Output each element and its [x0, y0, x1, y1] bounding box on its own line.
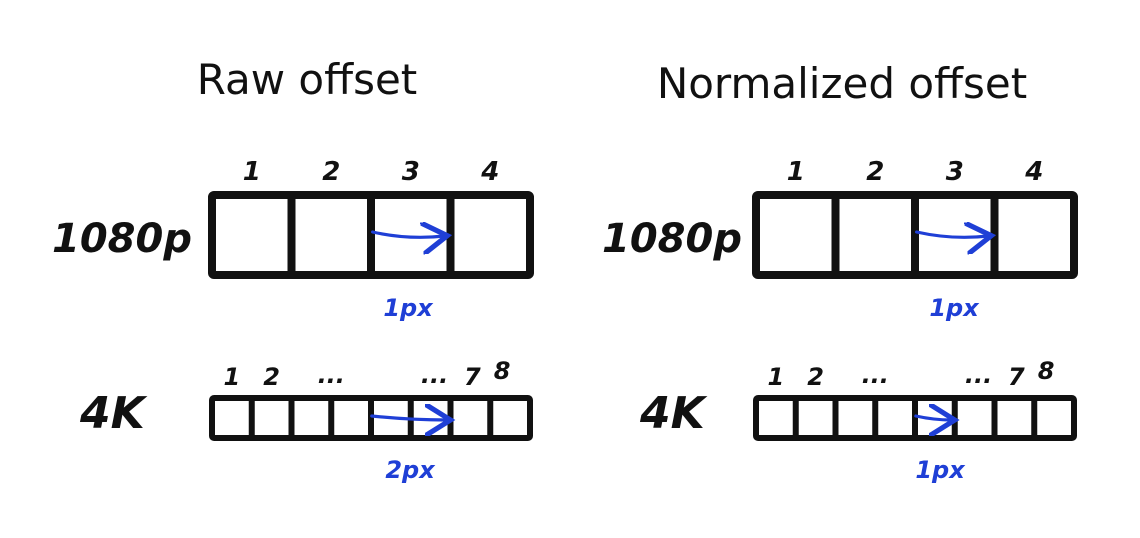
- normalized-4k-tick-label: ...: [965, 361, 992, 389]
- normalized-1080p-pixel-strip: 1 2 3 4: [752, 157, 1078, 279]
- normalized-1080p-offset-arrow: [914, 232, 989, 237]
- raw-4k-offset-arrow: [370, 416, 448, 420]
- normalized-4k-label: 4K: [639, 388, 708, 439]
- raw-4k-tick-label: 1: [224, 363, 241, 391]
- normalized-1080p-tick-label: 4: [1024, 157, 1043, 187]
- normalized-1080p-tick-label: 2: [866, 157, 884, 187]
- raw-4k-tick-label: 2: [263, 363, 280, 391]
- normalized-1080p-tick-label: 3: [946, 157, 964, 187]
- raw-4k-offset-label: 2px: [385, 456, 436, 484]
- normalized-4k-tick-label: 2: [807, 363, 824, 391]
- raw-4k-tick-label: ...: [318, 361, 345, 389]
- normalized-1080p-offset-label: 1px: [929, 294, 980, 322]
- normalized-4k-tick-label: 1: [768, 363, 785, 391]
- raw-1080p-offset-arrow: [370, 232, 445, 237]
- normalized-1080p-tick-label: 1: [787, 157, 805, 187]
- raw-1080p-pixel-strip: 1 2 3 4: [208, 157, 534, 279]
- raw-offset-title: Raw offset: [197, 55, 418, 104]
- raw-4k-tick-label: 7: [464, 363, 481, 391]
- normalized-1080p-label: 1080p: [602, 216, 742, 262]
- normalized-4k-tick-label: 8: [1038, 357, 1055, 385]
- raw-4k-tick-label: ...: [421, 361, 448, 389]
- normalized-4k-offset-arrow: [914, 416, 952, 420]
- raw-1080p-tick-label: 4: [480, 157, 499, 187]
- raw-1080p-tick-label: 3: [402, 157, 420, 187]
- raw-4k-tick-label: 8: [494, 357, 511, 385]
- normalized-offset-title: Normalized offset: [657, 59, 1027, 108]
- raw-1080p-offset-label: 1px: [383, 294, 434, 322]
- raw-1080p-tick-label: 1: [243, 157, 261, 187]
- raw-4k-label: 4K: [79, 388, 148, 439]
- raw-1080p-label: 1080p: [52, 216, 192, 262]
- normalized-4k-tick-label: ...: [862, 361, 889, 389]
- normalized-4k-tick-label: 7: [1008, 363, 1025, 391]
- normalized-4k-offset-label: 1px: [915, 456, 966, 484]
- raw-1080p-tick-label: 2: [322, 157, 340, 187]
